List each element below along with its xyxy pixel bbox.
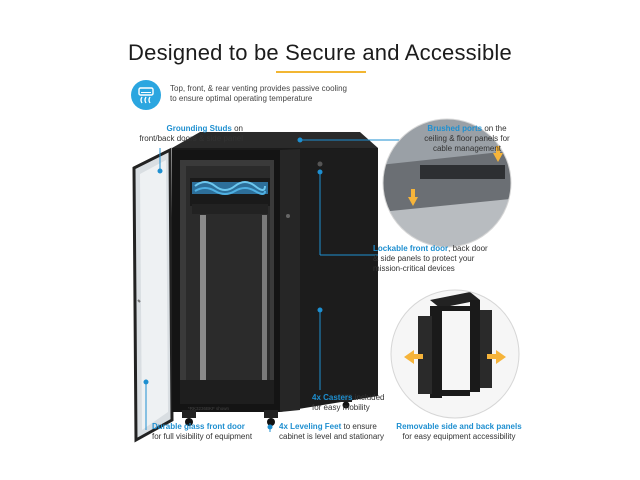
- casters-label: 4x Casters included for easy mobility: [312, 393, 385, 412]
- grounding-studs-label: Grounding Studs on front/back doors & si…: [139, 124, 243, 143]
- model-note: *RK3236BKF shown: [188, 406, 230, 411]
- brushed-ports-label: Brushed ports on the ceiling & floor pan…: [424, 124, 510, 153]
- vent-description: Top, front, & rear venting provides pass…: [170, 84, 347, 103]
- leveling-feet-label: 4x Leveling Feet to ensure cabinet is le…: [279, 422, 384, 441]
- air-vent-icon: [131, 80, 161, 110]
- glass-door-label: Durable glass front door for full visibi…: [152, 422, 253, 441]
- page-title: Designed to be Secure and Accessible: [128, 40, 512, 65]
- lockable-door-label: Lockable front door, back door & side pa…: [373, 244, 488, 273]
- title-underline: [276, 71, 366, 73]
- removable-panels-label: Removable side and back panels for easy …: [396, 422, 522, 441]
